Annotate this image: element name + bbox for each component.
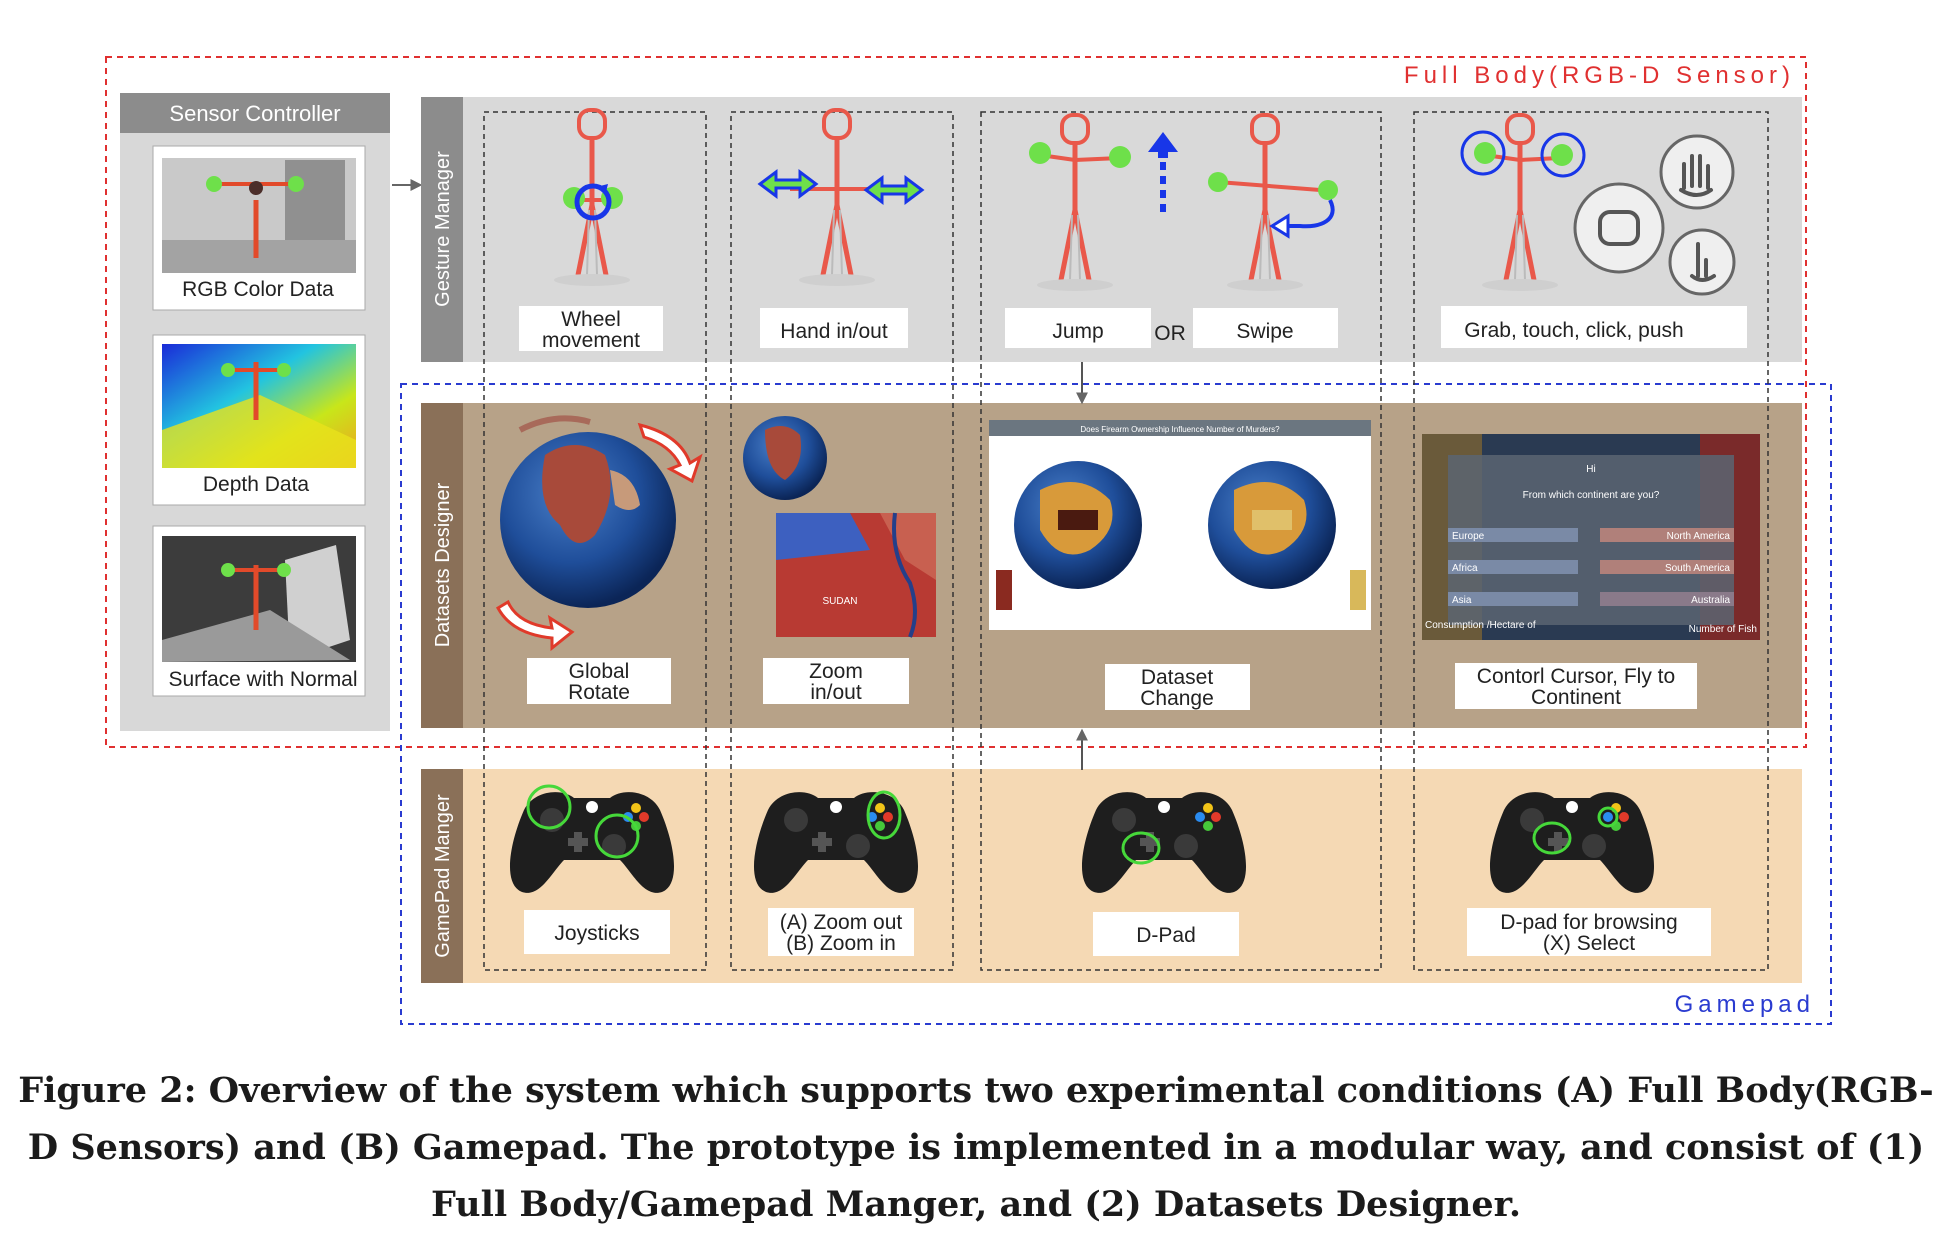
label-wheel-movement xyxy=(519,306,663,351)
surface-normal-label: Surface with Normal xyxy=(168,668,357,691)
label-grab-text: Grab, touch, click, push xyxy=(1464,319,1683,342)
rotate-arrow-icon xyxy=(495,599,575,652)
dataset-change-title: Does Firearm Ownership Influence Number … xyxy=(1080,425,1280,434)
global-rotate-visual xyxy=(495,415,703,652)
label-swipe xyxy=(1193,308,1338,348)
rgb-color-label: RGB Color Data xyxy=(182,278,334,301)
figure-caption: Figure 2: Overview of the system which s… xyxy=(18,1070,1934,1225)
rgb-color-panel: RGB Color Data xyxy=(152,145,366,311)
label-ab-zoom xyxy=(768,908,914,956)
rotate-arrow-icon xyxy=(637,422,703,484)
sensor-controller-title: Sensor Controller xyxy=(169,101,340,126)
quiz-question: From which continent are you? xyxy=(1523,490,1660,501)
quiz-option-africa: Africa xyxy=(1452,563,1478,574)
label-joysticks-text: Joysticks xyxy=(554,922,639,945)
label-cursor-line1: Contorl Cursor, Fly to xyxy=(1477,665,1675,688)
gesture-hand-inout xyxy=(757,110,925,286)
label-rotate-line2: Rotate xyxy=(568,681,630,704)
label-browse-line2: (X) Select xyxy=(1543,932,1635,955)
label-ab-line1: (A) Zoom out xyxy=(780,911,903,934)
double-arrow-icon xyxy=(757,169,819,199)
full-body-region xyxy=(105,56,1807,748)
label-ab-line2: (B) Zoom in xyxy=(786,932,896,955)
label-jump-text: Jump xyxy=(1052,320,1103,343)
label-browse-line1: D-pad for browsing xyxy=(1500,911,1677,934)
label-dataset-change xyxy=(1105,664,1250,710)
quiz-footer-left: Consumption /Hectare of xyxy=(1425,620,1536,631)
fist-icon xyxy=(1573,182,1665,274)
label-rotate-line1: Global xyxy=(569,660,630,683)
gesture-grab xyxy=(1460,115,1736,296)
sensor-controller-header xyxy=(120,93,390,133)
quiz-option-north-america: North America xyxy=(1667,531,1731,542)
label-cursor-fly xyxy=(1455,663,1697,709)
label-joysticks xyxy=(524,910,670,954)
column-dataset-change xyxy=(980,111,1382,971)
column-cursor xyxy=(1413,111,1769,971)
gamepad-manager-title: GamePad Manger xyxy=(432,794,454,958)
quiz-option-asia: Asia xyxy=(1452,595,1472,606)
gamepad-browse-icon xyxy=(1489,792,1655,893)
datasets-designer-title: Datasets Designer xyxy=(432,482,454,647)
open-hand-icon xyxy=(1659,134,1735,210)
label-dpad xyxy=(1093,912,1239,956)
up-arrow-icon xyxy=(1148,132,1178,218)
gesture-manager-title: Gesture Manager xyxy=(432,151,454,307)
label-hand-inout-text: Hand in/out xyxy=(780,320,888,343)
label-zoom-line1: Zoom xyxy=(809,660,863,683)
full-body-region-label: Full Body(RGB-D Sensor) xyxy=(1404,62,1795,89)
datasets-designer-header xyxy=(421,403,463,728)
label-dpad-text: D-Pad xyxy=(1136,924,1196,947)
label-jump xyxy=(1005,308,1151,348)
swipe-arrow-icon xyxy=(1282,199,1335,229)
label-browse xyxy=(1467,908,1711,956)
system-overview-diagram: Full Body(RGB-D Sensor) Gamepad Sensor C… xyxy=(105,56,1832,1025)
dataset-change-visual: Does Firearm Ownership Influence Number … xyxy=(989,420,1371,630)
cursor-fly-visual: Hi From which continent are you? Europe … xyxy=(1422,434,1760,640)
quiz-option-europe: Europe xyxy=(1452,531,1485,542)
depth-data-panel: Depth Data xyxy=(152,334,366,506)
label-change-line1: Dataset xyxy=(1141,666,1214,689)
label-wheel-line1: Wheel xyxy=(561,308,621,331)
gesture-jump xyxy=(1029,115,1178,291)
quiz-option-australia: Australia xyxy=(1691,595,1730,606)
quiz-hi: Hi xyxy=(1586,464,1595,475)
gesture-wheel xyxy=(554,110,630,286)
gamepad-region xyxy=(400,383,1832,1025)
rotate-arrow-icon xyxy=(600,184,608,192)
double-arrow-icon xyxy=(863,175,925,205)
quiz-footer-right: Number of Fish xyxy=(1689,624,1757,635)
gesture-swipe xyxy=(1208,115,1338,291)
gesture-manager-header xyxy=(421,97,463,362)
gamepad-manager-header xyxy=(421,769,463,983)
zoom-inout-visual: SUDAN xyxy=(743,416,936,638)
label-change-line2: Change xyxy=(1140,687,1214,710)
label-zoom-inout xyxy=(763,658,909,704)
label-swipe-text: Swipe xyxy=(1236,320,1293,343)
label-cursor-line2: Continent xyxy=(1531,686,1621,709)
gamepad-joysticks-icon xyxy=(509,784,675,893)
surface-normal-panel: Surface with Normal xyxy=(152,525,366,697)
pointing-hand-icon xyxy=(1668,228,1736,296)
gamepad-ab-icon xyxy=(753,790,919,893)
label-grab xyxy=(1441,306,1747,348)
depth-data-label: Depth Data xyxy=(203,473,310,496)
map-label-sudan: SUDAN xyxy=(822,596,857,607)
label-wheel-line2: movement xyxy=(542,329,640,352)
label-global-rotate xyxy=(527,658,671,704)
gamepad-region-label: Gamepad xyxy=(1675,991,1815,1018)
label-or: OR xyxy=(1154,322,1186,345)
quiz-option-south-america: South America xyxy=(1665,563,1730,574)
label-hand-inout xyxy=(760,308,908,348)
gamepad-dpad-icon xyxy=(1081,792,1247,893)
label-zoom-line2: in/out xyxy=(810,681,862,704)
